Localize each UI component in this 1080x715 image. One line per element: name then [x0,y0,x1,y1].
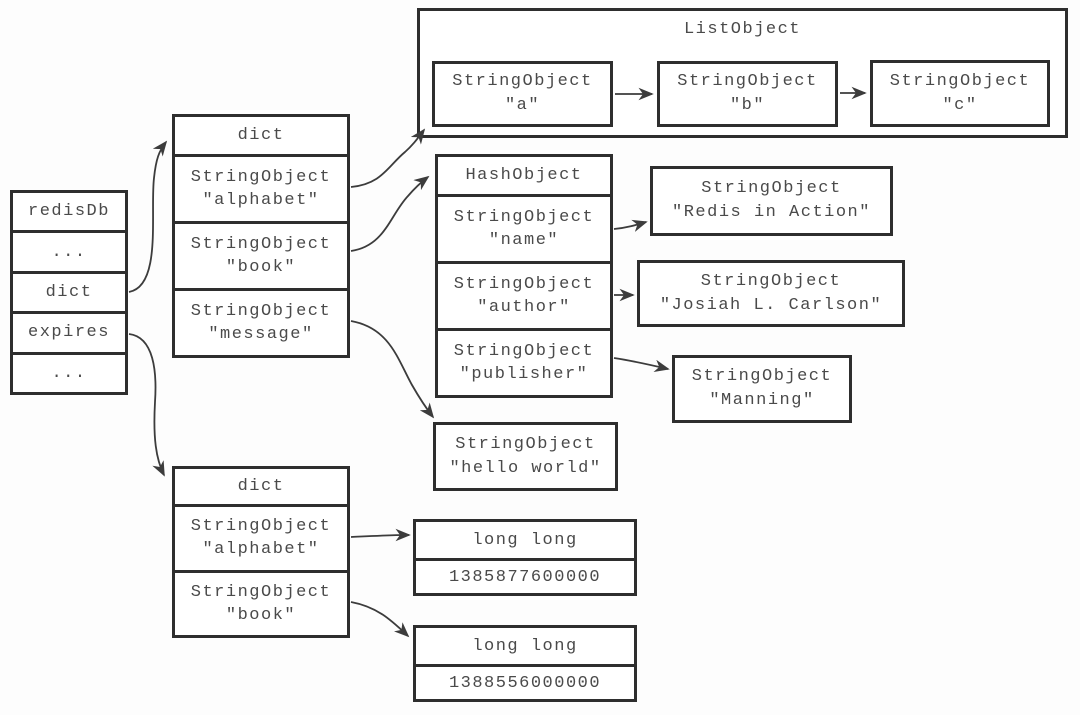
entry-type: StringObject [453,342,595,361]
redisdb-row-ellipsis-1: ... [13,230,125,270]
list-item-c: StringObject "c" [870,60,1050,127]
longlong-type: long long [472,530,578,550]
entry-type: StringObject [452,72,593,91]
arrow-expires-to-expiresdict [128,333,165,477]
longlong-type: long long [472,636,578,656]
entry-value: "hello world" [449,458,602,478]
entry-type: StringObject [453,208,595,227]
entry-type: StringObject [691,367,833,386]
entry-type: StringObject [190,235,332,254]
entry-value: "book" [225,605,297,625]
entry-value: "Josiah L. Carlson" [659,295,883,315]
expires-dict-title: dict [237,477,285,496]
list-item-b: StringObject "b" [657,61,838,127]
entry-value: "Manning" [709,391,815,410]
value-hello-world: StringObject "hello world" [433,422,618,491]
arrow-expbook-to-longlong2 [350,601,410,638]
list-object-title: ListObject [683,19,802,39]
redisdb-table: redisDb ... dict expires ... [10,190,128,395]
redisdb-row-title: redisDb [28,202,110,222]
redisdb-row-expires: expires [13,311,125,351]
entry-type: StringObject [190,302,332,321]
entry-type: StringObject [701,179,842,198]
entry-value: "book" [225,258,297,277]
hash-field-author: StringObject "author" [438,261,610,328]
entry-type: StringObject [889,71,1031,91]
entry-value: "c" [942,95,978,115]
redisdb-row-dict: dict [13,270,125,311]
expires-entry-alphabet: StringObject "alphabet" [175,504,347,570]
entry-type: StringObject [700,271,842,291]
value-redis-in-action: StringObject "Redis in Action" [650,166,893,236]
entry-type: StringObject [190,582,332,602]
entry-value: "message" [208,325,314,344]
arrow-publisher-to-manning [613,357,670,373]
arrow-message-to-helloworld [350,320,435,419]
entry-type: StringObject [453,275,595,294]
expires-dict-table: dict StringObject "alphabet" StringObjec… [172,466,350,638]
value-manning: StringObject "Manning" [672,355,852,423]
key-dict-entry-message: StringObject "message" [175,288,347,355]
longlong-timestamp: 1388556000000 [416,664,634,699]
entry-value: "b" [729,96,766,115]
longlong-book-expiry: long long 1388556000000 [413,625,637,702]
longlong-timestamp: 1385877600000 [416,558,634,593]
key-dict-entry-book: StringObject "book" [175,221,347,288]
entry-value: "alphabet" [202,540,320,560]
redisdb-row-ellipsis-2: ... [13,351,125,392]
entry-value: "name" [488,231,560,250]
expires-entry-book: StringObject "book" [175,569,347,636]
entry-type: StringObject [190,168,332,187]
arrow-book-to-hashobject [350,175,430,252]
longlong-alphabet-expiry: long long 1385877600000 [413,519,637,596]
hash-field-publisher: StringObject "publisher" [438,328,610,395]
hash-object-title: HashObject [465,166,583,185]
arrow-alphabet-to-listobject [350,128,426,188]
entry-value: "author" [477,298,571,317]
hash-field-name: StringObject "name" [438,194,610,261]
entry-type: StringObject [677,72,818,91]
entry-value: "publisher" [459,365,589,384]
hash-object-table: HashObject StringObject "name" StringObj… [435,154,613,398]
arrow-dict-to-keydict [128,140,168,293]
value-josiah-carlson: StringObject "Josiah L. Carlson" [637,260,905,327]
arrow-expalphabet-to-longlong1 [350,528,411,542]
list-item-a: StringObject "a" [432,61,613,127]
key-dict-table: dict StringObject "alphabet" StringObjec… [172,114,350,358]
entry-value: "Redis in Action" [672,203,871,222]
entry-type: StringObject [455,434,596,454]
key-dict-title: dict [237,126,285,145]
entry-value: "alphabet" [202,191,320,210]
arrow-name-to-redisinaction [613,219,648,232]
key-dict-entry-alphabet: StringObject "alphabet" [175,154,347,221]
entry-value: "a" [504,96,541,115]
entry-type: StringObject [190,517,332,537]
